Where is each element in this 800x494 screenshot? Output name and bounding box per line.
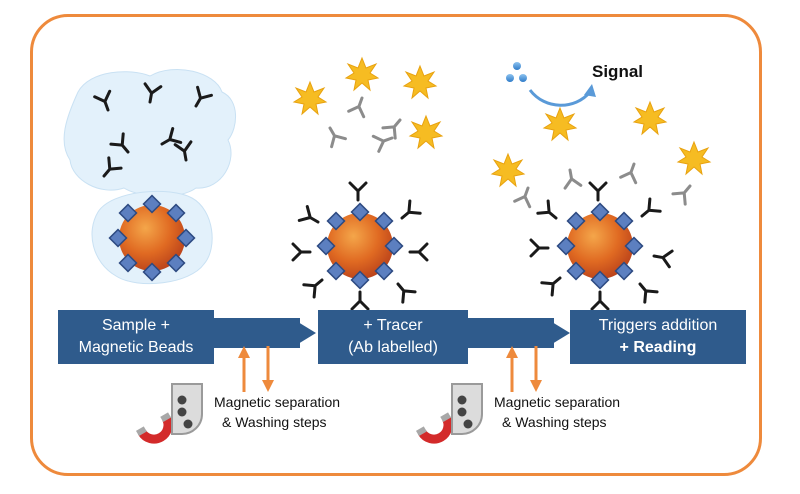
flow-arrow-2 (468, 318, 570, 348)
diagram-frame (30, 14, 762, 476)
magnet-icon (416, 412, 457, 446)
magnetic-bead-2 (291, 181, 429, 311)
tube-icon (171, 383, 203, 435)
step-box-tracer-line2: (Ab labelled) (348, 339, 438, 356)
magnet-icon (136, 412, 177, 446)
step-box-sample-line2: Magnetic Beads (78, 339, 194, 356)
tracer-stars (293, 57, 443, 149)
separation-label-1-line2: & Washing steps (222, 414, 327, 430)
step-box-tracer: + Tracer (Ab labelled) (318, 310, 468, 364)
tube-icon (451, 383, 483, 435)
step-box-triggers: Triggers addition + Reading (570, 310, 746, 364)
sample-fluid (63, 69, 236, 197)
signal-arrow (528, 84, 596, 107)
sandwich-complex (491, 101, 711, 311)
separation-label-2-line2: & Washing steps (502, 414, 607, 430)
wash-arrows-2 (506, 346, 542, 392)
separation-label-1-line1: Magnetic separation (214, 394, 341, 410)
separation-label-1: Magnetic separation & Washing steps (214, 392, 340, 432)
flow-arrow-1 (214, 318, 316, 348)
wash-arrows-1 (238, 346, 274, 392)
separation-label-2-line1: Magnetic separation (494, 394, 621, 410)
separation-label-2: Magnetic separation & Washing steps (494, 392, 620, 432)
step-box-triggers-line2: + Reading (619, 339, 697, 356)
step-box-sample-line1: Sample + (101, 317, 171, 334)
step-box-sample: Sample + Magnetic Beads (58, 310, 214, 364)
tracer-antibodies (321, 93, 408, 153)
step-box-triggers-line1: Triggers addition (598, 317, 718, 334)
magnetic-bead-1 (108, 194, 196, 282)
signal-label: Signal (592, 62, 644, 81)
step-box-tracer-line1: + Tracer (363, 317, 423, 334)
signal-droplets (506, 62, 527, 82)
